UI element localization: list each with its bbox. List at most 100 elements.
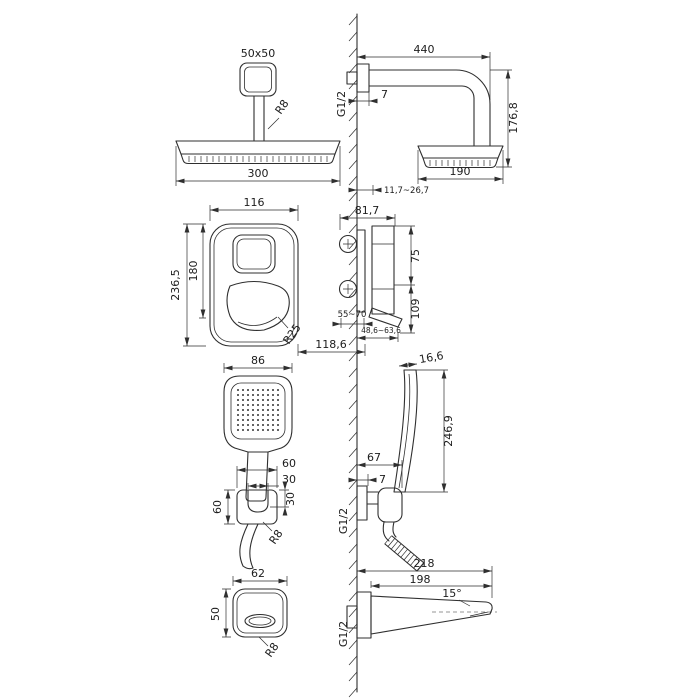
dim-plate-width: 116 [209,196,299,221]
spout-front-inner [236,592,284,634]
diverter-button [232,234,276,274]
spout-thread-label: G1/2 [337,621,350,647]
radius-leader-holder [262,521,273,532]
holder-arm-side [366,491,379,505]
holder-clamp-side [377,487,403,523]
dim-adjust-range: 11,7~26,7 [348,185,429,196]
dim-holder-depth: 67 [357,451,403,488]
hose-thread-label: G1/2 [337,508,350,534]
drop-height-label: 176,8 [507,102,520,134]
upper-knob [338,234,358,254]
dim-hand-width: 86 [223,354,293,373]
radius-leader [267,117,280,130]
view-spout-front: R8 62 50 [209,567,288,660]
dim-spout-total-length: 218 [357,557,493,598]
ceiling-escutcheon-inner [244,66,272,93]
arm-thread-label: G1/2 [335,91,348,117]
mixer-lower-height-label: 109 [409,299,422,320]
radius-leader-r25 [277,316,289,329]
shower-arm-front [253,95,265,142]
spout-side-body [370,595,493,635]
mixer-trim-side [356,229,366,313]
dim-holder-height: 60 [211,489,235,525]
dim-holder-inner-width: 30 [247,473,296,489]
valve-axis-lines [372,243,394,290]
dim-thickness: 16,6 [398,349,445,369]
shower-arm-outer [368,69,491,147]
holder-offset-label: 7 [379,473,386,486]
holder-inner-height-label: 30 [284,492,297,506]
spout-width-label: 62 [251,567,265,580]
depth-range-a-label: 55~70 [338,310,367,320]
thickness-label: 16,6 [418,349,444,366]
spout-opening-inner [248,616,272,626]
dim-holder-width: 60 [236,457,296,488]
wall-hatching [348,15,358,698]
plate-height-label: 180 [187,261,200,282]
hand-width-label: 86 [251,354,265,367]
dim-mixer-heights: 75 109 [394,225,422,334]
shower-head-nozzle-band [180,153,336,165]
total-depth-label: 118,6 [315,338,347,351]
dim-flange-offset: 7 [348,88,388,106]
head-width-label: 300 [248,167,269,180]
escutcheon-size-label: 50x50 [241,47,276,60]
view-handshower-front: R8 86 60 30 60 30 [211,354,297,570]
spout-wall-flange [356,591,372,639]
dim-spout-body-length: 198 [370,573,492,589]
dim-spout-width: 62 [232,567,288,586]
hand-shower-head [223,375,293,453]
spout-opening [244,613,276,629]
plate-radius-label: R25 [281,321,304,346]
holder-radius-label: R8 [267,527,286,546]
dim-holder-inner-height: 30 [270,481,297,516]
mixer-upper-height-label: 75 [409,249,422,263]
spout-total-length-label: 218 [414,557,435,570]
arm-wall-flange [356,63,370,93]
mixer-plate-inner [213,227,295,343]
dim-arm-length: 440 [356,43,491,100]
view-mixer-side: 81,7 75 109 55~70 48,6~63,6 118,6 [297,204,422,356]
spout-height-label: 50 [209,607,222,621]
shower-head-side [417,145,504,159]
mixer-handle-front [226,280,290,331]
spray-face-dots [237,389,279,431]
spout-body-length-label: 198 [410,573,431,586]
dim-depth-range-b: 48,6~63,6 [357,326,401,342]
dim-total-depth: 118,6 [297,338,366,356]
view-spout-side: 15° G1/2 218 198 [337,557,497,647]
dim-spout-height: 50 [209,588,231,638]
hose-ribs [384,535,424,572]
view-mixer-front: R25 116 236,5 180 [169,196,304,347]
holder-clamp [247,489,269,513]
flange-offset-label: 7 [381,88,388,101]
dim-head-width: 300 [175,146,341,186]
holder-width-label: 60 [282,457,296,470]
wall-section [348,13,358,698]
dim-hand-length: 246,9 [405,369,455,493]
hand-shower-handle [245,451,269,502]
diverter-button-inner [236,238,272,270]
plate-width-label: 116 [244,196,265,209]
ceiling-escutcheon [239,62,277,97]
plate-overall-height-label: 236,5 [169,269,182,301]
spout-tip-detail [469,611,489,617]
hand-shower-side-face-line [398,373,411,489]
radius-leader-spout [258,636,269,647]
hose-front [239,523,259,570]
dim-plate-height: 180 [187,224,206,319]
depth-range-b-label: 48,6~63,6 [361,326,401,335]
dim-depth-range-a: 55~70 [332,310,373,328]
angle-leader [458,599,471,607]
mixer-body-side [371,225,395,315]
nozzle-hatching [188,156,328,162]
head-depth-label: 190 [450,165,471,178]
spray-face [230,382,286,440]
spout-angle-label: 15° [442,587,462,600]
shower-arm-inner [368,85,475,147]
mixer-handle-detail [237,316,278,326]
dim-mixer-depth: 81,7 [339,204,396,230]
dim-plate-overall-height: 236,5 [169,223,206,347]
